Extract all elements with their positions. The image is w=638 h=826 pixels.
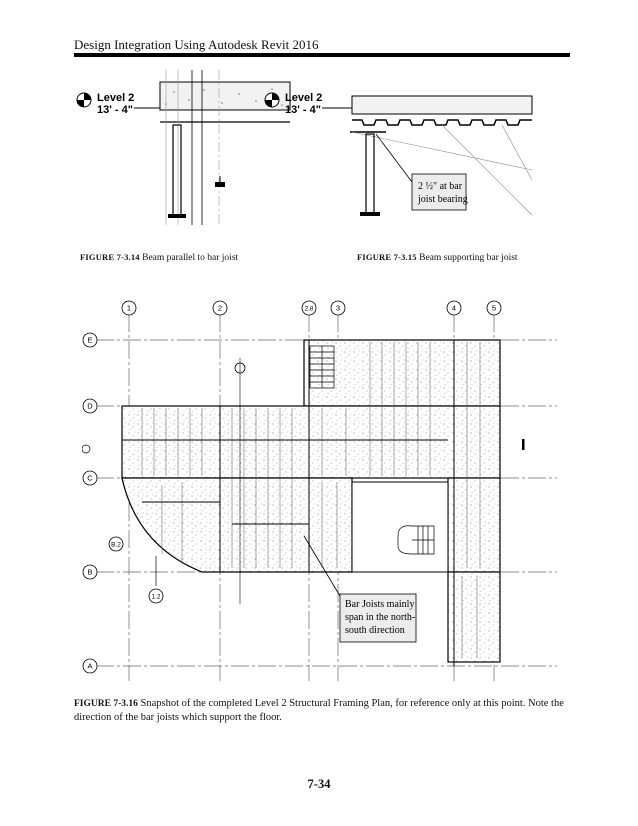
- figure-16-caption-text: Snapshot of the completed Level 2 Struct…: [74, 698, 564, 723]
- stair-south: [397, 525, 435, 555]
- grid-bubble-5: 5: [486, 300, 502, 316]
- svg-text:2.8: 2.8: [304, 306, 313, 313]
- svg-text:B.2: B.2: [111, 542, 121, 549]
- level-name: Level 2: [97, 92, 134, 104]
- plan-callout-line1: Bar Joists mainly: [345, 599, 414, 610]
- grid-bubble-2: 2: [212, 300, 228, 316]
- svg-text:1.2: 1.2: [151, 594, 160, 601]
- level-marker-icon: [76, 92, 92, 108]
- level-elevation: 13' - 4": [285, 104, 321, 116]
- section-marker-icon: [234, 358, 246, 604]
- running-header: Design Integration Using Autodesk Revit …: [74, 37, 319, 52]
- svg-text:A: A: [87, 662, 92, 671]
- figure-15-caption-text: Beam supporting bar joist: [416, 253, 518, 263]
- figure-14-section-drawing: Level 2 13' - 4": [76, 70, 291, 225]
- elevation-marker-icon: [82, 439, 525, 454]
- plan-callout-line2: span in the north-: [345, 612, 415, 623]
- grid-bubble-a: A: [82, 658, 98, 674]
- grid-bubble-2-8: 2.8: [301, 300, 317, 316]
- svg-text:3: 3: [336, 304, 340, 313]
- figure-15-section-drawing: Level 2 13' - 4" 2 ½" at bar joist beari…: [264, 92, 533, 216]
- level-elevation: 13' - 4": [97, 104, 133, 116]
- callout-text-line2: joist bearing: [417, 194, 468, 205]
- header-rule: [74, 53, 570, 57]
- bar-joist-callout: [339, 593, 417, 643]
- figure-14-caption-text: Beam parallel to bar joist: [139, 253, 239, 263]
- svg-text:B: B: [87, 568, 92, 577]
- svg-text:D: D: [87, 402, 93, 411]
- svg-text:C: C: [87, 474, 93, 483]
- page-number: 7-34: [307, 777, 331, 791]
- figure-14-caption-label: FIGURE 7-3.14: [80, 252, 140, 262]
- figure-14-caption: FIGURE 7-3.14 Beam parallel to bar joist: [80, 252, 238, 263]
- grid-bubble-1: 1: [121, 300, 137, 316]
- stair-north: [309, 345, 335, 389]
- figure-15-caption-label: FIGURE 7-3.15: [357, 252, 417, 262]
- grid-bubble-1-2: 1.2: [148, 556, 164, 604]
- level-name: Level 2: [285, 92, 322, 104]
- svg-text:4: 4: [452, 304, 456, 313]
- grid-bubble-c: C: [82, 470, 98, 486]
- svg-text:5: 5: [492, 304, 496, 313]
- beams: [122, 340, 455, 666]
- grid-bubble-b2: B.2: [108, 536, 124, 552]
- plan-callout-line3: south direction: [345, 625, 405, 636]
- grid-bubble-3: 3: [330, 300, 346, 316]
- figure-15-caption: FIGURE 7-3.15 Beam supporting bar joist: [357, 252, 518, 263]
- grid-bubble-4: 4: [446, 300, 462, 316]
- svg-text:E: E: [87, 336, 92, 345]
- figure-16-caption: FIGURE 7-3.16 Snapshot of the completed …: [74, 697, 570, 724]
- grid-bubble-b: B: [82, 564, 98, 580]
- bar-joists: [141, 342, 481, 658]
- figure-16-caption-label: FIGURE 7-3.16: [74, 699, 138, 709]
- level-marker-icon: [264, 92, 280, 108]
- figure-16-framing-plan: 1 2 2.8 3 4 5 E D: [82, 300, 557, 681]
- svg-text:2: 2: [218, 304, 222, 313]
- grid-bubble-e: E: [82, 332, 98, 348]
- callout-text-line1: 2 ½" at bar: [418, 181, 463, 192]
- svg-text:1: 1: [127, 304, 131, 313]
- grid-bubble-d: D: [82, 398, 98, 414]
